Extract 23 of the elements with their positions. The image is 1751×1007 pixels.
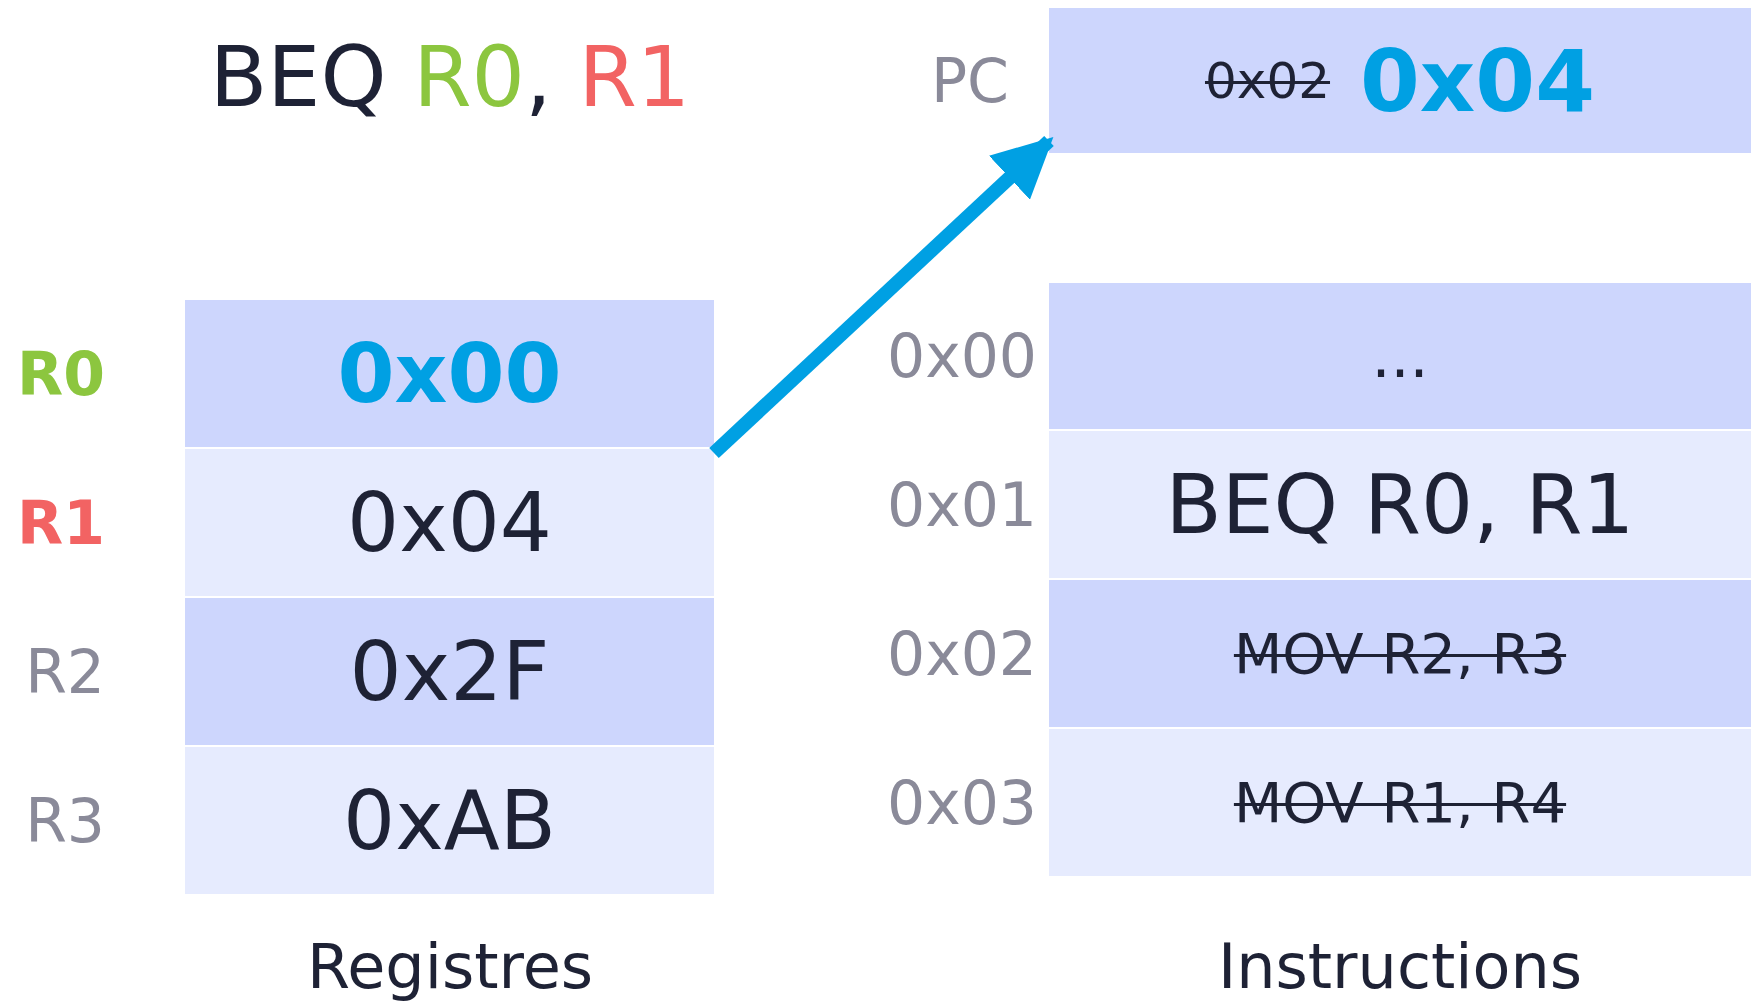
table-caption: Registres bbox=[306, 930, 594, 1003]
register-name: R1 bbox=[17, 487, 105, 558]
struck-value: 0x02 bbox=[1205, 51, 1330, 110]
register-name: PC bbox=[930, 45, 1009, 116]
register-name: R2 bbox=[25, 636, 105, 707]
struck-value: MOV R1, R4 bbox=[1233, 770, 1567, 835]
cell-value: ... bbox=[1371, 321, 1429, 391]
address-label: 0x00 bbox=[886, 321, 1037, 391]
cell-value: 0x04 bbox=[1360, 30, 1595, 131]
cell-value: 0x00 bbox=[337, 326, 562, 421]
cell-value: BEQ R0, R1 bbox=[1165, 457, 1635, 552]
address-label: 0x03 bbox=[886, 767, 1037, 838]
instruction-title: BEQ R0, R1 bbox=[208, 28, 692, 126]
cell-value: 0x04 bbox=[346, 475, 552, 570]
table-caption: Instructions bbox=[1217, 930, 1583, 1003]
cell-value: 0xAB bbox=[342, 773, 557, 868]
struck-value: MOV R2, R3 bbox=[1233, 621, 1567, 686]
address-label: 0x01 bbox=[886, 469, 1037, 540]
arrow bbox=[709, 135, 1054, 459]
register-name: R0 bbox=[17, 338, 105, 409]
register-name: R3 bbox=[25, 785, 105, 856]
address-label: 0x02 bbox=[886, 618, 1037, 689]
cell-value: 0x2F bbox=[349, 624, 550, 719]
